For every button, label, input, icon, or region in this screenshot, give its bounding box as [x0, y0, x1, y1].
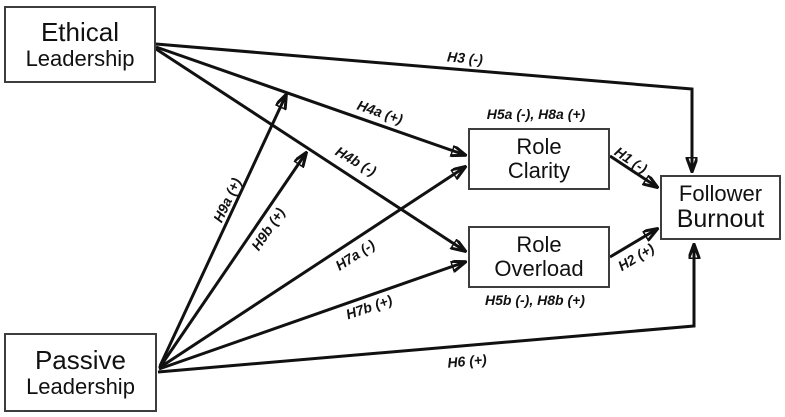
arrow-h4a — [155, 45, 465, 155]
moderation-label-h5a-h8a: H5a (-), H8a (+) — [486, 106, 586, 122]
follower-burnout-label-line1: Follower — [678, 180, 763, 206]
passive-leadership-label-line1: Passive — [34, 345, 127, 376]
arrow-h7b — [158, 262, 465, 371]
box-follower-burnout: Follower Burnout — [660, 175, 781, 240]
arrow-h1 — [609, 154, 657, 187]
role-clarity-label-line2: Clarity — [507, 158, 571, 183]
arrow-h9a — [158, 95, 286, 367]
box-ethical-leadership: Ethical Leadership — [4, 6, 156, 83]
follower-burnout-label-line2: Burnout — [676, 204, 765, 233]
role-clarity-label-line1: Role — [516, 133, 562, 159]
arrow-h4b — [155, 47, 465, 251]
box-role-overload: Role Overload — [468, 226, 610, 288]
arrow-h2 — [609, 229, 657, 259]
arrow-h3 — [155, 42, 692, 171]
box-role-clarity: Role Clarity — [468, 128, 610, 190]
moderation-label-h5b-h8b: H5b (-), H8b (+) — [485, 292, 585, 308]
path-label-h3: H3 (-) — [446, 48, 484, 68]
ethical-leadership-label-line1: Ethical — [40, 17, 120, 48]
arrow-h6 — [157, 245, 694, 374]
role-overload-label-line1: Role — [516, 231, 562, 257]
box-passive-leadership: Passive Leadership — [4, 333, 157, 412]
ethical-leadership-label-line2: Leadership — [25, 45, 135, 71]
passive-leadership-label-line2: Leadership — [26, 373, 135, 399]
role-overload-label-line2: Overload — [494, 256, 584, 281]
path-label-h6: H6 (+) — [446, 351, 488, 371]
arrow-h7a — [158, 167, 465, 370]
arrow-h9b — [158, 153, 306, 368]
